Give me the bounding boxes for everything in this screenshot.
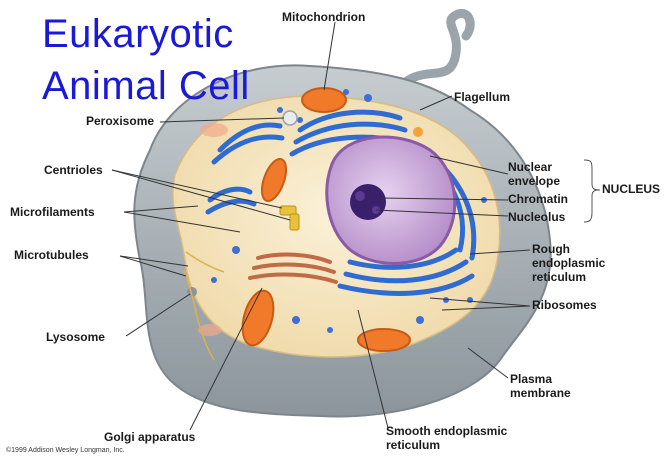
nucleus-bracket bbox=[584, 160, 600, 222]
label-centrioles: Centrioles bbox=[44, 163, 103, 177]
label-lysosome: Lysosome bbox=[46, 330, 105, 344]
label-mitochondrion: Mitochondrion bbox=[282, 10, 365, 24]
label-chromatin: Chromatin bbox=[508, 192, 568, 206]
copyright-notice: ©1999 Addison Wesley Longman, Inc. bbox=[6, 447, 125, 454]
label-nuclear-envelope-line2: envelope bbox=[508, 174, 560, 188]
nucleus bbox=[327, 137, 455, 263]
label-microtubules: Microtubules bbox=[14, 248, 89, 262]
label-flagellum: Flagellum bbox=[454, 90, 510, 104]
label-smooth-er-line1: Smooth endoplasmic bbox=[386, 424, 507, 438]
label-nucleus: NUCLEUS bbox=[602, 182, 660, 196]
label-plasma-membrane-line2: membrane bbox=[510, 386, 571, 400]
label-golgi-apparatus: Golgi apparatus bbox=[104, 430, 195, 444]
label-peroxisome: Peroxisome bbox=[86, 114, 154, 128]
label-plasma-membrane-line1: Plasma bbox=[510, 372, 552, 386]
label-rough-er-line3: reticulum bbox=[532, 270, 586, 284]
peroxisome bbox=[283, 111, 297, 125]
title-line-1: Eukaryotic bbox=[42, 14, 234, 54]
label-rough-er-line2: endoplasmic bbox=[532, 256, 605, 270]
title-line-2: Animal Cell bbox=[42, 66, 250, 106]
label-microfilaments: Microfilaments bbox=[10, 205, 95, 219]
label-ribosomes: Ribosomes bbox=[532, 298, 597, 312]
label-rough-er-line1: Rough bbox=[532, 242, 570, 256]
label-nucleolus: Nucleolus bbox=[508, 210, 565, 224]
label-smooth-er-line2: reticulum bbox=[386, 438, 440, 452]
label-nuclear-envelope-line1: Nuclear bbox=[508, 160, 552, 174]
nucleolus bbox=[350, 184, 386, 220]
